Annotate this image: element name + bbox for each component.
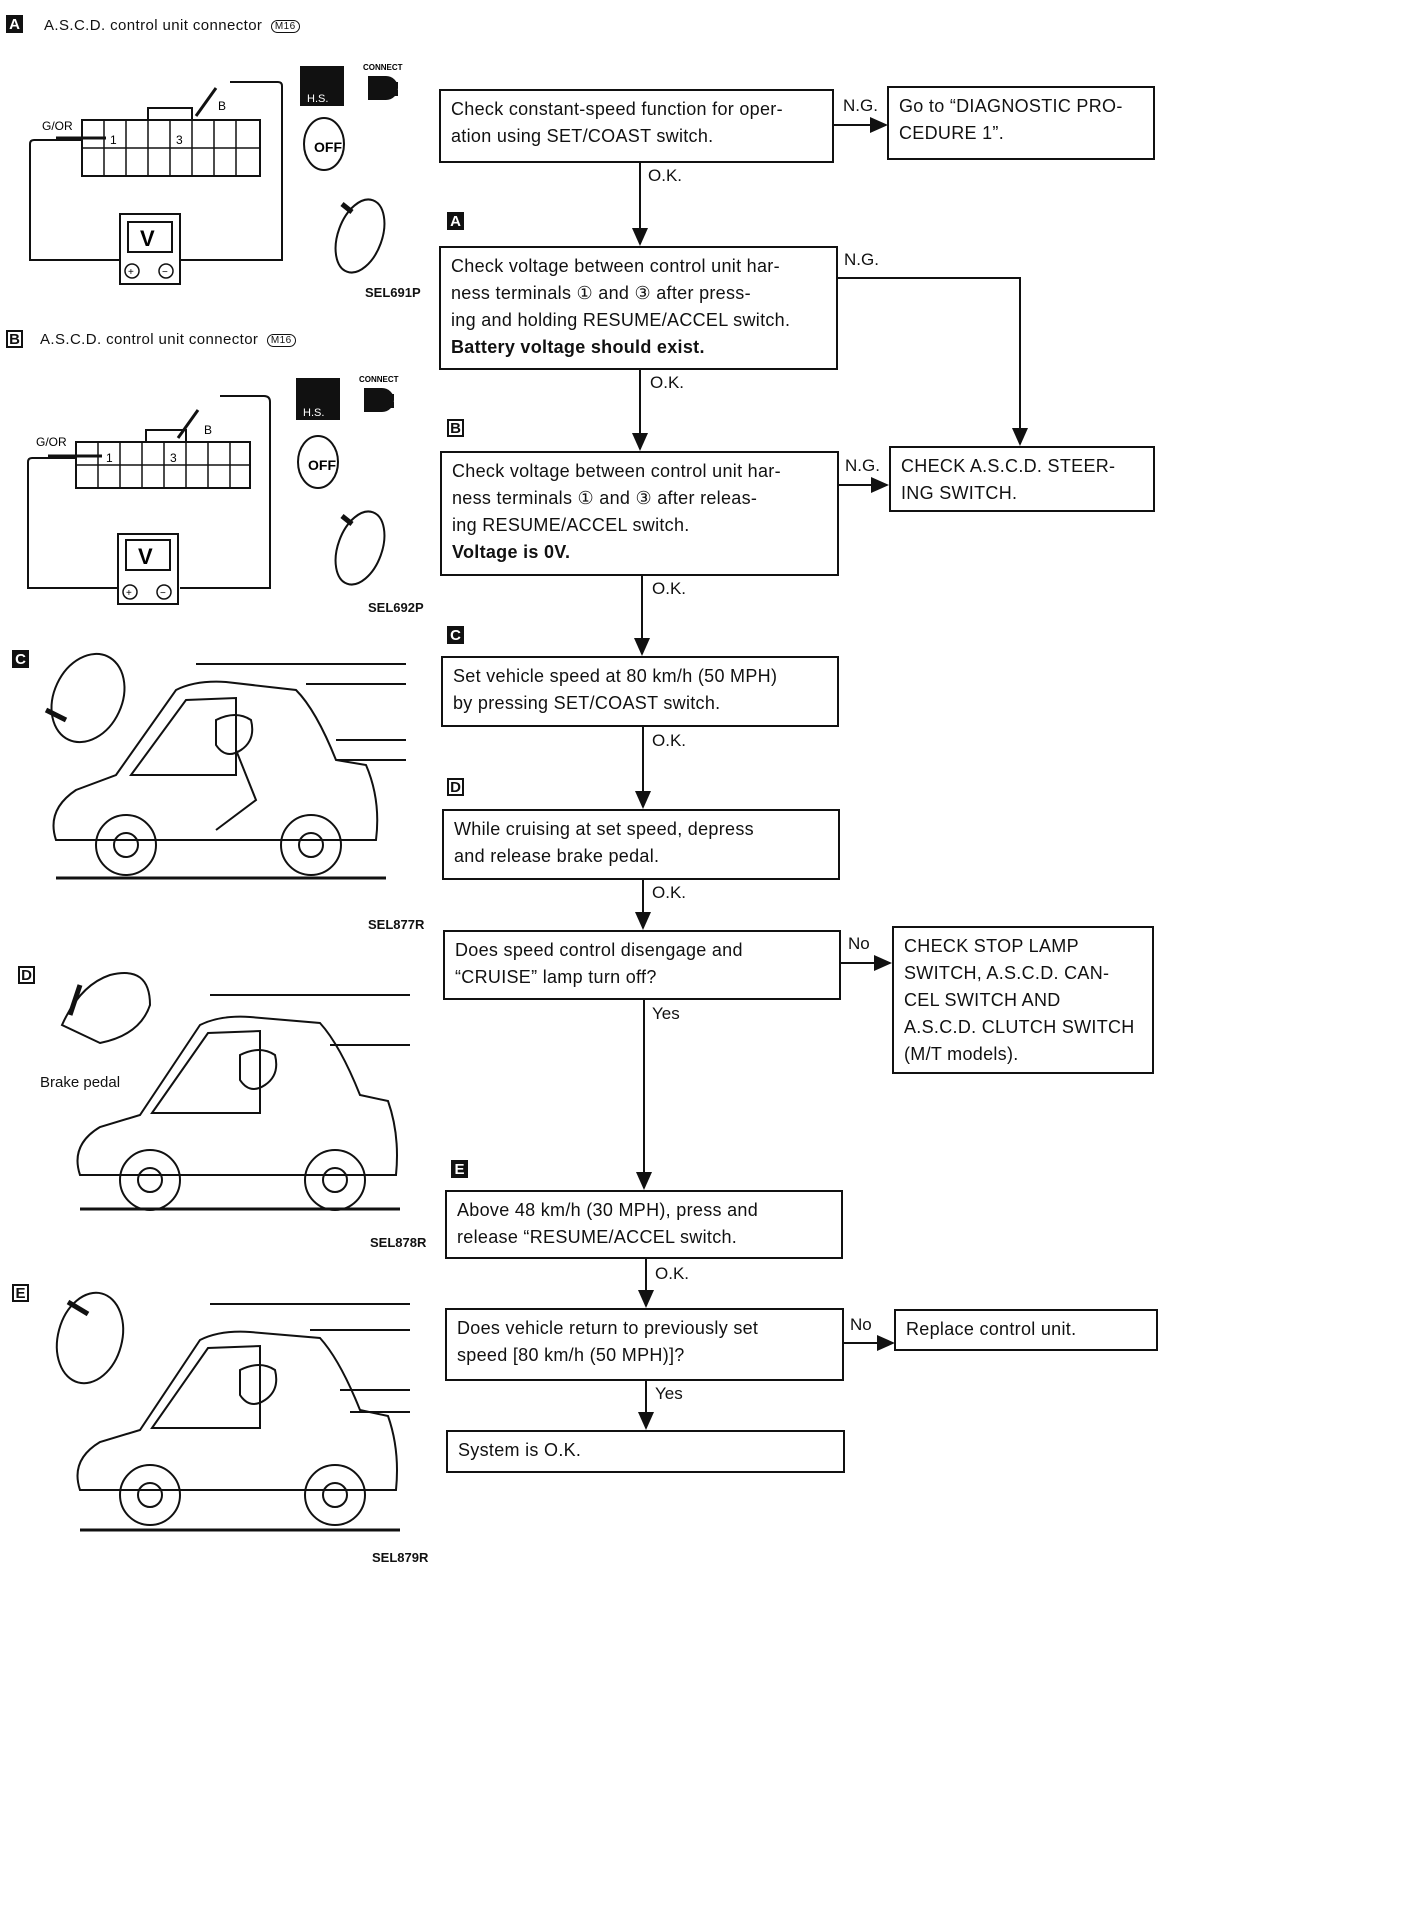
flow-tag-e: E xyxy=(451,1160,468,1178)
meter-plus: + xyxy=(128,267,134,278)
cruise-switch-icon-b xyxy=(334,510,386,586)
step-press-resume-accel: Above 48 km/h (30 MPH), press and releas… xyxy=(445,1190,843,1259)
svg-text:H.S.: H.S. xyxy=(303,407,324,419)
section-tag-d: D xyxy=(18,966,35,984)
hs-ignition-icon-b xyxy=(296,378,340,420)
ng-label-2: N.G. xyxy=(844,250,879,269)
step-check-voltage-releasing: Check voltage between control unit har- … xyxy=(440,451,839,576)
voltmeter-label: V xyxy=(140,226,155,251)
hs-ignition-icon xyxy=(300,66,344,106)
step-check-voltage-pressing: Check voltage between control unit har- … xyxy=(439,246,838,370)
svg-text:OFF: OFF xyxy=(314,139,342,155)
pin-3-label: 3 xyxy=(176,133,183,147)
section-b-header: A.S.C.D. control unit connector M16 xyxy=(40,331,296,348)
result-replace-control-unit: Replace control unit. xyxy=(894,1309,1158,1351)
flow-tag-b: B xyxy=(447,419,464,437)
flow-tag-a: A xyxy=(447,212,464,230)
voltmeter-label-b: V xyxy=(138,544,153,569)
section-tag-b: B xyxy=(6,330,23,348)
ng-label-1: N.G. xyxy=(843,96,878,115)
ok-label-5: O.K. xyxy=(652,883,687,902)
step-depress-brake: While cruising at set speed, depress and… xyxy=(442,809,840,880)
result-system-ok: System is O.K. xyxy=(446,1430,845,1473)
meter-minus: − xyxy=(162,267,168,278)
step-set-vehicle-speed: Set vehicle speed at 80 km/h (50 MPH) by… xyxy=(441,656,839,727)
no-label-1: No xyxy=(848,934,870,953)
connector-diagram-b: + − G/OR B 1 3 V H.S. CONNECT OFF xyxy=(27,375,399,605)
connect-label: CONNECT xyxy=(363,63,403,72)
result-diagnostic-procedure-1: Go to “DIAGNOSTIC PRO- CEDURE 1”. xyxy=(887,86,1155,160)
result-check-stop-lamp-switch: CHECK STOP LAMP SWITCH, A.S.C.D. CAN- CE… xyxy=(892,926,1154,1074)
section-a-header: A.S.C.D. control unit connector M16 xyxy=(44,17,300,34)
connect-label-b: CONNECT xyxy=(359,375,399,384)
connector-diagram-a: + − G/OR B 1 3 V H.S. CONNECT OFF xyxy=(29,63,403,285)
section-tag-c: C xyxy=(12,650,29,668)
svg-text:H.S.: H.S. xyxy=(307,93,328,105)
pin-3-label-b: 3 xyxy=(170,451,177,465)
ignition-off-icon-b xyxy=(297,435,339,489)
ref-code-c: SEL877R xyxy=(368,917,425,932)
yes-label-1: Yes xyxy=(652,1004,680,1023)
probe-label-b: B xyxy=(204,423,212,437)
ok-label-3: O.K. xyxy=(652,579,687,598)
flow-tag-c: C xyxy=(447,626,464,644)
svg-text:−: − xyxy=(160,588,166,599)
svg-text:+: + xyxy=(126,588,132,599)
wire-label: G/OR xyxy=(42,119,73,133)
no-label-2: No xyxy=(850,1315,872,1334)
car-illustration-d xyxy=(60,972,410,1211)
ng-label-3: N.G. xyxy=(845,456,880,475)
ref-code-a: SEL691P xyxy=(365,285,421,300)
section-tag-e: E xyxy=(12,1284,29,1302)
ok-label-1: O.K. xyxy=(648,166,683,185)
brake-pedal-caption: Brake pedal xyxy=(40,1074,121,1091)
section-b-title: A.S.C.D. control unit connector xyxy=(40,331,259,348)
car-illustration-c xyxy=(44,652,406,880)
connector-id-a: M16 xyxy=(270,19,300,33)
probe-label: B xyxy=(218,99,226,113)
flow-connectors xyxy=(632,117,1028,1430)
ref-code-b: SEL692P xyxy=(368,600,424,615)
ref-code-d: SEL878R xyxy=(370,1235,427,1250)
ok-label-2: O.K. xyxy=(650,373,685,392)
step-speed-control-disengage: Does speed control disengage and “CRUISE… xyxy=(443,930,841,1000)
wire-label-b: G/OR xyxy=(36,435,67,449)
ref-code-e: SEL879R xyxy=(372,1550,429,1565)
brake-pedal-icon xyxy=(60,972,152,1045)
car-illustration-e xyxy=(55,1291,410,1532)
pin-1-label: 1 xyxy=(110,133,117,147)
flow-tag-d: D xyxy=(447,778,464,796)
step-vehicle-return-speed: Does vehicle return to previously set sp… xyxy=(445,1308,844,1381)
section-tag-a: A xyxy=(6,15,23,33)
cruise-switch-icon xyxy=(334,198,386,274)
ignition-off-icon xyxy=(303,117,345,171)
svg-text:OFF: OFF xyxy=(308,457,336,473)
ok-label-6: O.K. xyxy=(655,1264,690,1283)
ok-label-4: O.K. xyxy=(652,731,687,750)
connector-id-b: M16 xyxy=(266,333,296,347)
section-a-title: A.S.C.D. control unit connector xyxy=(44,17,263,34)
pin-1-label-b: 1 xyxy=(106,451,113,465)
step-check-constant-speed: Check constant-speed function for oper- … xyxy=(439,89,834,163)
yes-label-2: Yes xyxy=(655,1384,683,1403)
result-check-steering-switch: CHECK A.S.C.D. STEER- ING SWITCH. xyxy=(889,446,1155,512)
